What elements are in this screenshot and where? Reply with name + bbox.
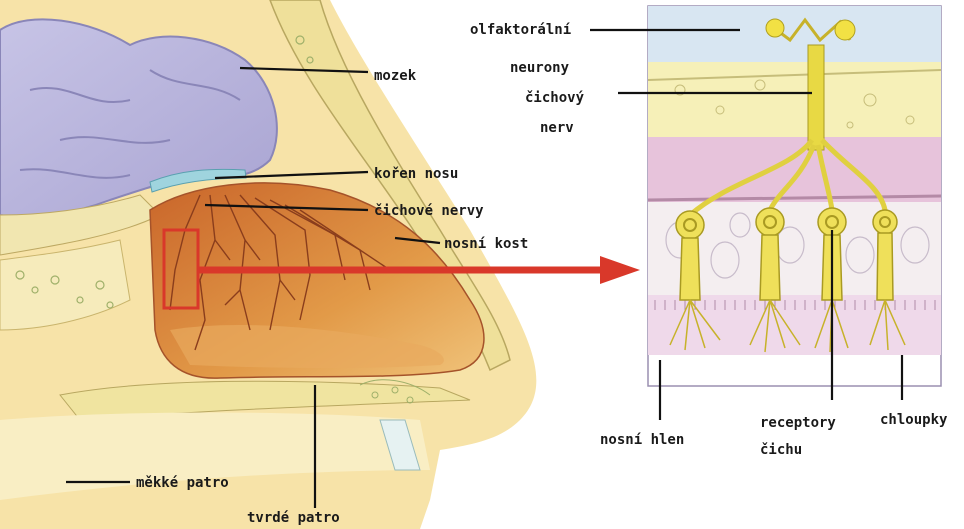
label-olfactory-nerve-1: čichový (525, 90, 584, 106)
label-receptors-2: čichu (760, 442, 802, 458)
label-cilia: chloupky (880, 412, 947, 428)
label-olfactory: olfaktorální (470, 22, 571, 38)
label-olfactory-nerves: čichové nervy (374, 203, 484, 219)
olfactory-epithelium-closeup (648, 6, 941, 386)
label-soft-palate: měkké patro (136, 475, 229, 491)
label-nasal-mucus: nosní hlen (600, 432, 684, 448)
label-hard-palate: tvrdé patro (247, 510, 340, 526)
label-receptors-1: receptory (760, 415, 836, 431)
label-brain: mozek (374, 68, 416, 84)
nose-cross-section (0, 0, 536, 529)
label-nasal-bone: nosní kost (444, 236, 528, 252)
label-nasal-root: kořen nosu (374, 166, 458, 182)
label-neurons: neurony (510, 60, 569, 76)
olfactory-nerve-trunk (808, 45, 824, 150)
label-olfactory-nerve-2: nerv (540, 120, 574, 136)
